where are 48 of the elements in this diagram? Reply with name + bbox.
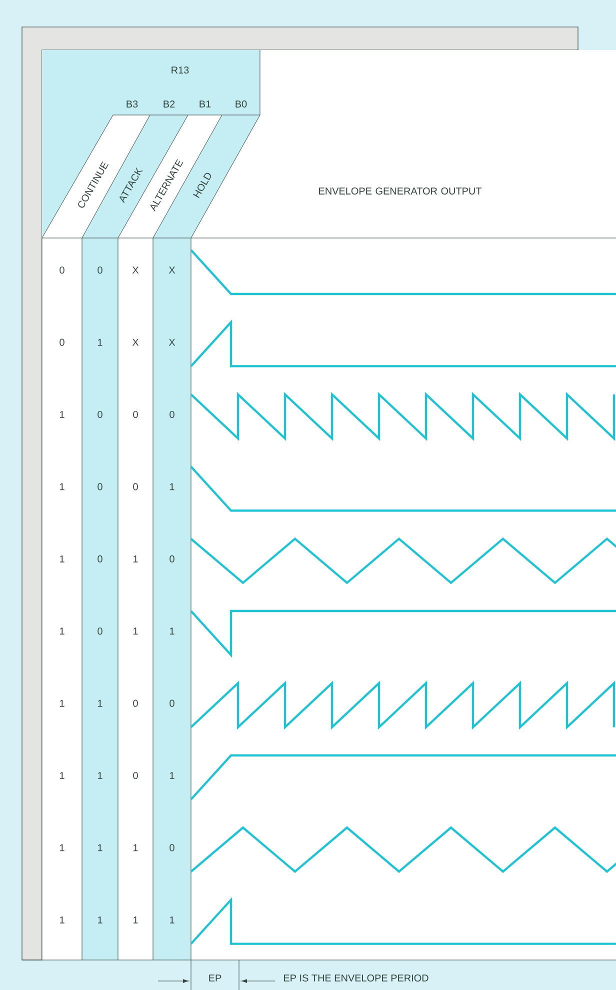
dimension-label: EP [209,974,222,982]
table-cell: 1 [134,916,138,924]
table-cell: 1 [170,628,174,635]
table-cell: 1 [170,772,174,779]
register-label: R13 [172,66,189,74]
table-cell: 0 [170,555,174,562]
table-cell: 1 [60,411,64,418]
note: EP IS THE ENVELOPE PERIOD [284,974,428,982]
output-label: ENVELOPE GENERATOR OUTPUT [319,187,482,195]
table-cell: 0 [98,483,102,490]
table-cell: 1 [60,772,64,779]
table-cell: 0 [170,844,174,852]
table-cell: 1 [170,483,174,490]
table-cell: 0 [133,483,138,490]
table-cell: 0 [133,700,138,707]
table-cell: 1 [60,844,64,852]
table-cell: 1 [98,700,102,707]
table-cell: 1 [134,844,138,852]
table-cell: 0 [133,410,138,418]
table-cell: X [168,338,176,346]
bit-label: B1 [200,100,211,108]
table-cell: 0 [170,700,174,707]
table-cell: 1 [134,555,138,562]
table-cell: 0 [98,628,102,635]
bit-label: B2 [164,100,175,108]
table-cell: 1 [134,628,138,635]
table-cell: 1 [98,844,102,852]
table-cell: 0 [98,555,102,562]
table-cell: 1 [60,483,64,490]
table-cell: 1 [98,916,102,924]
table-cell: 1 [98,772,102,779]
table-cell: 0 [98,410,102,418]
table-cell: 1 [170,916,174,924]
table-cell: X [132,266,139,274]
table-cell: 0 [170,410,174,418]
table-cell: X [132,338,139,346]
table-cell: X [168,266,176,274]
table-cell: 1 [60,916,64,924]
table-cell: 1 [98,338,102,346]
table-cell: 0 [60,266,64,274]
bit-label: B3 [126,100,138,108]
table-cell: 1 [60,628,64,635]
table-cell: 0 [133,772,138,780]
bit-label: B0 [236,100,247,108]
table-cell: 0 [60,338,64,346]
table-cell: 1 [60,555,64,562]
table-cell: 1 [60,700,64,707]
table-cell: 0 [98,266,102,274]
